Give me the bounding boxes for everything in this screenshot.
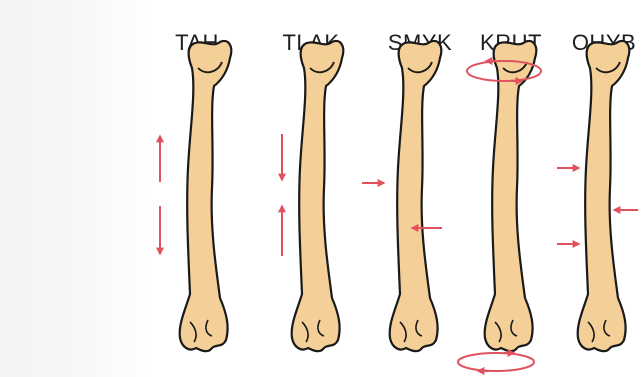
bone-torsion (485, 41, 537, 351)
bone-bending (578, 41, 630, 351)
bone-shear (390, 41, 442, 351)
bone-tension (180, 41, 232, 351)
bone-compression (292, 41, 344, 351)
rotation-arrow-icon (458, 353, 534, 371)
